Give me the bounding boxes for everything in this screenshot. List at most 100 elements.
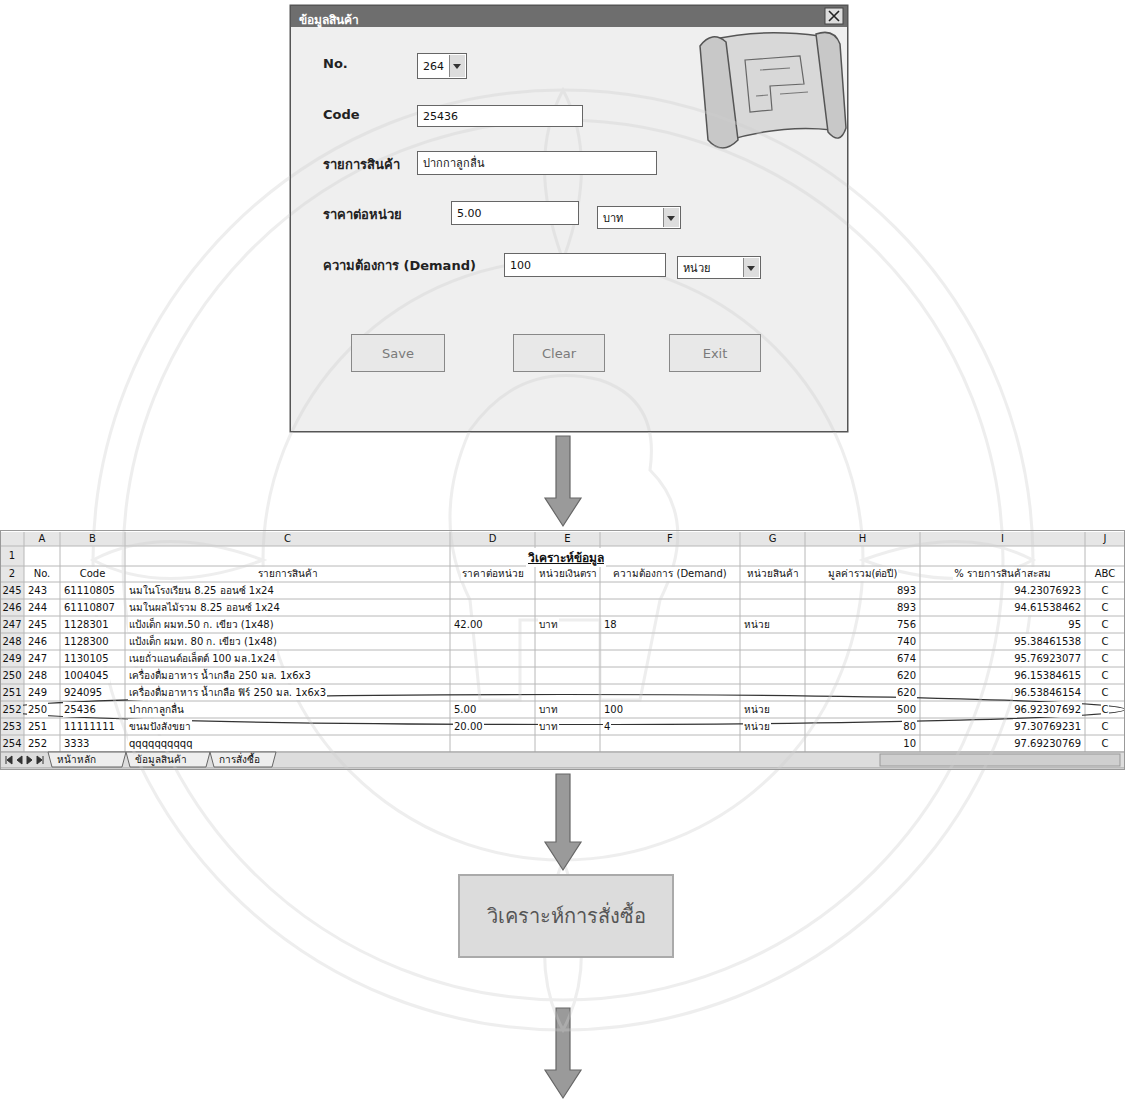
column-header: No. [33,567,52,581]
column-header: ราคาต่อหน่วย [461,567,525,581]
table-cell: C [1101,651,1110,666]
table-cell: 80 [902,719,917,734]
column-letter: I [1000,533,1005,545]
table-cell: 756 [896,617,917,632]
spreadsheet: วิเคราะห์ข้อมูล [0,530,1125,770]
table-cell: นมในโรงเรียน 8.25 ออนซ์ 1x24 [128,583,275,598]
node-text: หน่วย [683,259,710,277]
table-cell: แป้งเด็ก ผมท. 80 ก. เขียว (1x48) [128,634,278,649]
map-scroll-icon [700,32,846,148]
column-letter: A [38,533,47,545]
flow-arrow [545,1008,581,1098]
node-text: Exit [703,346,728,361]
table-cell: นมในผลไม้รวม 8.25 ออนซ์ 1x24 [128,600,281,615]
table-cell: 95 [1067,617,1082,632]
column-letter: C [283,533,292,545]
row-number: 248 [1,634,22,649]
dropdown-button [743,258,759,277]
text-field: 100 [504,253,666,277]
row-number: 253 [1,719,22,734]
row-number: 254 [1,736,22,751]
table-cell: 1130105 [63,651,110,666]
table-cell: 924095 [63,685,103,700]
node-text: บาท [603,209,623,227]
table-cell: 95.38461538 [1013,634,1082,649]
table-cell: 94.61538462 [1013,600,1082,615]
analyze-button: วิเคราะห์การสั่งซื้อ [458,874,674,958]
table-cell: 246 [27,634,48,649]
field-label: Code [323,107,360,122]
node-text: Clear [542,346,576,361]
table-cell: C [1101,668,1110,683]
combo-box: บาท [597,206,681,229]
close-cross [829,11,839,21]
table-cell: 25436 [63,702,97,717]
table-cell: บาท [538,702,559,717]
table-cell: 61110805 [63,583,116,598]
table-cell: 251 [27,719,48,734]
node-text: 5.00 [457,207,482,220]
table-cell: 247 [27,651,48,666]
row-number: 245 [1,583,22,598]
table-cell: 97.30769231 [1013,719,1082,734]
column-header: มูลค่ารวม(ต่อปี) [827,567,899,581]
table-cell: 248 [27,668,48,683]
table-cell: ขนมปังสังขยา [128,719,192,734]
column-header: ความต้องการ (Demand) [612,567,727,581]
table-cell: 893 [896,583,917,598]
table-cell: หน่วย [743,719,771,734]
table-cell: 4 [603,719,611,734]
table-cell: 20.00 [453,719,484,734]
row-number: 246 [1,600,22,615]
column-header: ABC [1094,567,1117,581]
table-cell: C [1101,617,1110,632]
column-letter: H [858,533,868,545]
node-text: Save [382,346,414,361]
table-cell: 250 [27,702,48,717]
column-header: รายการสินค้า [257,567,319,581]
table-cell: 11111111 [63,719,116,734]
flow-arrow [545,774,581,870]
table-cell: เครื่องดื่มอาหาร น้ำเกลือ 250 มล. 1x6x3 [128,668,312,683]
text-field: ปากกาลูกลื่น [417,151,657,175]
row-number: 250 [1,668,22,683]
dialog-window: ข้อมูลสินค้าNo.Codeรายการสินค้าราคาต่อหน… [290,5,848,432]
table-cell: 674 [896,651,917,666]
dropdown-button [449,55,465,77]
table-cell: บาท [538,617,559,632]
table-cell: 3333 [63,736,90,751]
node-text: ปากกาลูกลื่น [423,154,485,172]
table-cell: 244 [27,600,48,615]
table-cell: 94.23076923 [1013,583,1082,598]
table-cell: 893 [896,600,917,615]
column-header: หน่วยเงินตรา [538,567,598,581]
dialog-button: Clear [513,334,605,372]
table-cell: C [1101,702,1110,717]
sheet-tab: การสั่งซื้อ [218,754,261,766]
table-cell: แป้งเด็ก ผมท.50 ก. เขียว (1x48) [128,617,275,632]
field-label: รายการสินค้า [323,154,400,175]
title-bar [290,5,848,27]
table-cell: 96.92307692 [1013,702,1082,717]
node-text: 264 [423,60,444,73]
table-cell: หน่วย [743,617,771,632]
column-letter: E [563,533,571,545]
table-cell: 500 [896,702,917,717]
table-cell: 1128301 [63,617,110,632]
row-number: 1 [8,547,16,565]
text-field: 5.00 [451,201,579,225]
table-cell: หน่วย [743,702,771,717]
watermark-seal [93,90,1033,1030]
column-letter: B [88,533,97,545]
table-cell: 5.00 [453,702,477,717]
sheet-tab: ข้อมูลสินค้า [134,754,188,766]
field-label: No. [323,56,348,71]
table-cell: ปากกาลูกลื่น [128,702,185,717]
spreadsheet-grid [0,532,1125,768]
table-cell: เนยถั่วแอนด์อเล็ตต์ 100 มล.1x24 [128,651,277,666]
row-number: 252 [1,702,22,717]
text-field: 25436 [417,105,583,127]
table-cell: C [1101,736,1110,751]
table-cell: 252 [27,736,48,751]
